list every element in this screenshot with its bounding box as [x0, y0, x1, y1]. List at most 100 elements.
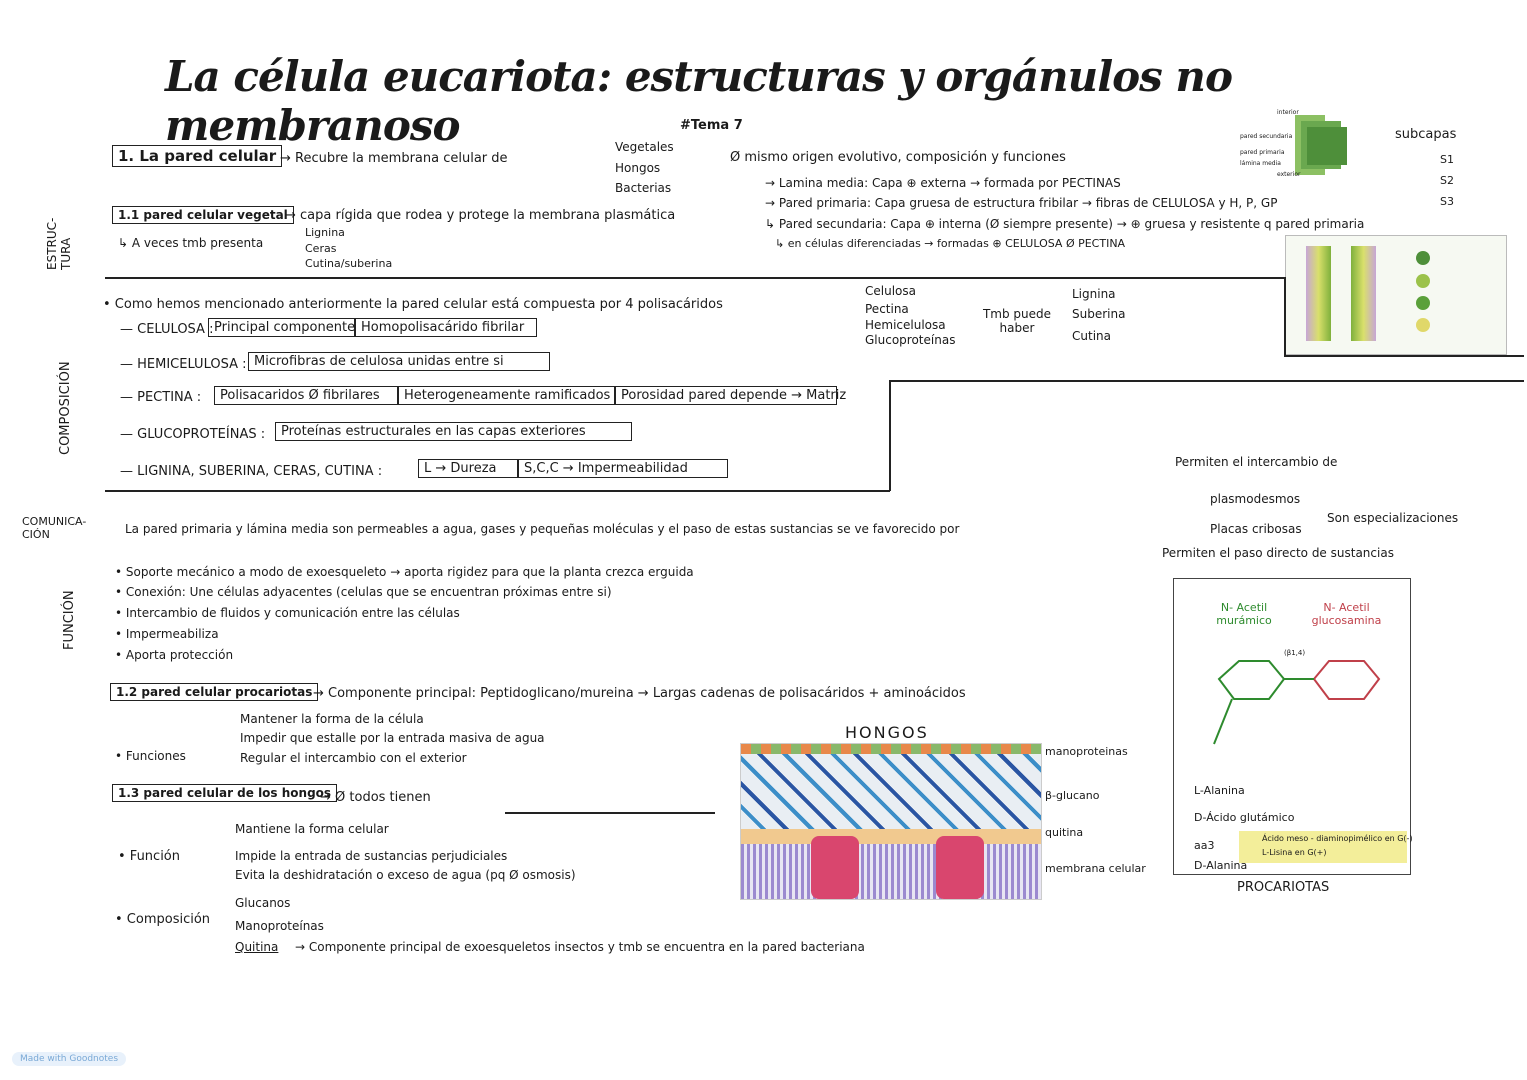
func-item: • Conexión: Une células adyacentes (celu…	[115, 585, 612, 599]
fig-label: pared secundaria	[1240, 133, 1293, 140]
hongos-label: manoproteinas	[1045, 745, 1128, 758]
extra-item: Lignina	[1072, 287, 1116, 301]
chain-item: D-Alanina	[1194, 859, 1248, 872]
divider	[1284, 277, 1286, 355]
fig-label: pared primaria	[1240, 149, 1285, 156]
veces-item: Ceras	[305, 242, 337, 255]
comp-cell: L → Dureza	[418, 459, 518, 478]
section-1-1-box: 1.1 pared celular vegetal	[112, 206, 294, 224]
section-1-box: 1. La pared celular	[112, 145, 283, 167]
divider	[889, 380, 1524, 382]
arrow-to-hongos	[505, 812, 715, 814]
s1-text: → Recubre la membrana celular de	[280, 151, 508, 166]
s13-comp: Quitina	[235, 940, 279, 954]
layer-lamina-media: → Lamina media: Capa ⊕ externa → formada…	[765, 176, 1121, 190]
side-label-composicion: COMPOSICIÓN	[58, 361, 73, 455]
comp-name: — PECTINA :	[120, 390, 202, 405]
subcapa: S1	[1440, 153, 1454, 166]
s12-func: Regular el intercambio con el exterior	[240, 751, 467, 765]
chain-item: D-Ácido glutámico	[1194, 811, 1295, 824]
comp-name: — LIGNINA, SUBERINA, CERAS, CUTINA :	[120, 464, 383, 479]
s12-text: → Componente principal: Peptidoglicano/m…	[313, 686, 966, 701]
divider	[889, 380, 891, 491]
comp-name: — CELULOSA :	[120, 322, 214, 337]
s11-veces: ↳ A veces tmb presenta	[118, 236, 264, 250]
poly-item: Glucoproteínas	[865, 333, 956, 347]
s12-func-label: • Funciones	[115, 749, 186, 763]
fig-label: interior	[1277, 109, 1299, 116]
hongos-title: HONGOS	[845, 723, 929, 742]
sugar-rings	[1213, 660, 1381, 745]
comp-cell: Polisacaridos Ø fibrilares	[214, 386, 398, 405]
func-item: • Soporte mecánico a modo de exoesquelet…	[115, 565, 694, 579]
section-1-2-box: 1.2 pared celular procariotas	[110, 683, 319, 701]
poly-item: Celulosa	[865, 284, 916, 298]
topic-tag: #Tema 7	[680, 118, 743, 133]
poly-item: Pectina	[865, 302, 909, 316]
subcapas-label: subcapas	[1395, 127, 1457, 142]
comm-top-note: Permiten el intercambio de	[1175, 455, 1338, 469]
fungal-wall-figure	[740, 743, 1042, 900]
layer-pared-secundaria: ↳ Pared secundaria: Capa ⊕ interna (Ø si…	[765, 217, 1365, 231]
divider	[105, 490, 890, 492]
divider	[1284, 355, 1524, 357]
side-label-funcion: FUNCIÓN	[62, 590, 77, 650]
poly-item: Hemicelulosa	[865, 318, 946, 332]
s13-func: Impide la entrada de sustancias perjudic…	[235, 849, 508, 863]
chain-item: aa3	[1194, 839, 1215, 852]
s11-text: → capa rígida que rodea y protege la mem…	[285, 208, 676, 223]
comp-cell: Porosidad pared depende → Matriz	[615, 386, 846, 405]
s13-comp: Manoproteínas	[235, 919, 324, 933]
page-title: La célula eucariota: estructuras y orgán…	[165, 52, 1233, 150]
aa3-note: Ácido meso - diaminopimélico en G(-)	[1262, 834, 1413, 843]
aa3-note: L-Lisina en G(+)	[1262, 848, 1327, 857]
extra-item: Suberina	[1072, 307, 1126, 321]
layer-pared-primaria: → Pared primaria: Capa gruesa de estruct…	[765, 196, 1278, 210]
quitina-note: → Componente principal de exoesqueletos …	[295, 940, 865, 954]
nag-label: N- Acetil glucosamina	[1311, 601, 1382, 628]
chain-item: L-Alanina	[1194, 784, 1245, 797]
hongos-label: quitina	[1045, 826, 1084, 839]
subcapa: S2	[1440, 174, 1454, 187]
s13-text: → Ø todos tienen	[320, 790, 431, 805]
comp-cell: Principal componente	[208, 318, 355, 337]
comp-name: — HEMICELULOSA :	[120, 357, 247, 372]
s1-item: Bacterias	[615, 181, 672, 195]
hongos-label: membrana celular	[1045, 862, 1146, 875]
subcapa: S3	[1440, 195, 1454, 208]
procariotas-caption: PROCARIOTAS	[1237, 880, 1330, 895]
comm-text: La pared primaria y lámina media son per…	[125, 522, 960, 536]
s13-func: Mantiene la forma celular	[235, 822, 389, 836]
extra-item: Cutina	[1072, 329, 1111, 343]
s12-func: Impedir que estalle por la entrada masiv…	[240, 731, 545, 745]
comm-bottom-note: Permiten el paso directo de sustancias	[1162, 546, 1394, 560]
hongos-label: β-glucano	[1045, 789, 1100, 802]
comp-cell: Homopolisacárido fibrilar	[355, 318, 537, 337]
s13-comp-label: • Composición	[115, 912, 211, 927]
comm-especializaciones: Son especializaciones	[1327, 511, 1459, 525]
s13-func-label: • Función	[118, 849, 180, 864]
s1-note: Ø mismo origen evolutivo, composición y …	[730, 150, 1066, 165]
s13-func: Evita la deshidratación o exceso de agua…	[235, 868, 576, 882]
comp-cell: S,C,C → Impermeabilidad	[518, 459, 728, 478]
peptidoglycan-figure: N- Acetil murámico N- Acetil glucosamina…	[1173, 578, 1413, 875]
tmb-puede-haber: Tmb puede haber	[982, 307, 1052, 336]
goodnotes-badge: Made with Goodnotes	[12, 1052, 127, 1066]
divider	[105, 277, 1285, 279]
nam-label: N- Acetil murámico	[1216, 601, 1272, 628]
veces-item: Lignina	[305, 226, 345, 239]
comp-name: — GLUCOPROTEÍNAS :	[120, 427, 266, 442]
bond-label: (β1,4)	[1284, 649, 1306, 657]
s1-item: Vegetales	[615, 140, 674, 154]
func-item: • Aporta protección	[115, 648, 234, 662]
side-label-estructura: ESTRUC-TURA	[45, 217, 73, 270]
side-label-comunicacion: COMUNICA-CIÓN	[22, 515, 87, 542]
func-item: • Impermeabiliza	[115, 627, 219, 641]
veces-item: Cutina/suberina	[305, 257, 393, 270]
comp-cell: Heterogeneamente ramificados	[398, 386, 615, 405]
s1-item: Hongos	[615, 161, 661, 175]
comp-cell: Microfibras de celulosa unidas entre si	[248, 352, 550, 371]
comm-item: plasmodesmos	[1210, 492, 1301, 506]
fig-label: exterior	[1277, 171, 1301, 178]
cell-wall-layers-figure: interior pared secundaria pared primaria…	[1235, 105, 1385, 180]
